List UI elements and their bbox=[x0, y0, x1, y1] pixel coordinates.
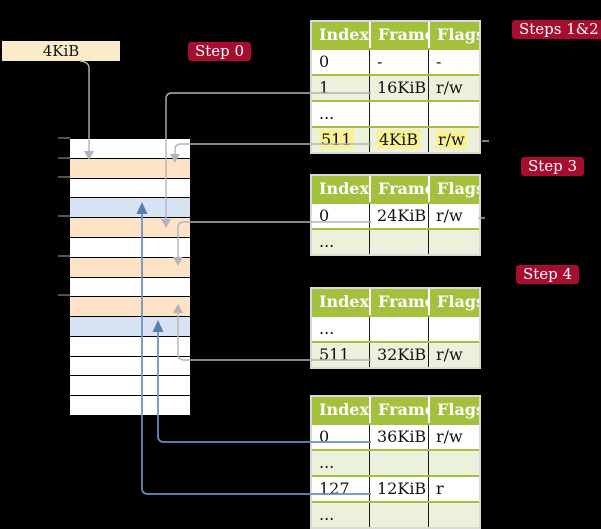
table-cell bbox=[369, 503, 428, 527]
table-header-row: IndexFrameFlags bbox=[312, 22, 479, 48]
table-cell: r/w bbox=[428, 76, 479, 100]
badge-steps1-2: Steps 1&2 bbox=[512, 20, 601, 39]
table-cell: 16KiB bbox=[369, 76, 428, 100]
header-cell-flags: Flags bbox=[428, 22, 479, 48]
address-tick-marks bbox=[58, 137, 70, 296]
memory-row-peach bbox=[70, 218, 190, 237]
table-cell bbox=[428, 451, 479, 475]
memory-row-blue bbox=[70, 317, 190, 336]
memory-row-white bbox=[70, 277, 190, 297]
memory-row-white bbox=[70, 178, 190, 198]
table-cell bbox=[369, 317, 428, 341]
table-cell: r/w bbox=[428, 343, 479, 367]
table-cell: 36KiB bbox=[369, 425, 428, 449]
memory-row-white bbox=[70, 356, 190, 376]
badge-step3: Step 3 bbox=[521, 157, 585, 176]
memory-column bbox=[70, 138, 190, 416]
table-header-row: IndexFrameFlags bbox=[312, 397, 479, 423]
table-cell bbox=[428, 503, 479, 527]
table-cell: ... bbox=[319, 505, 335, 524]
table-cell: ... bbox=[319, 104, 335, 123]
header-cell-index: Index bbox=[319, 292, 369, 311]
table-header-row: IndexFrameFlags bbox=[312, 176, 479, 202]
header-cell-frame: Frame bbox=[369, 397, 428, 423]
table-cell: 511 bbox=[319, 345, 350, 364]
memory-row-white bbox=[70, 396, 190, 415]
header-cell-index: Index bbox=[319, 179, 369, 198]
table-cell: r bbox=[428, 477, 479, 501]
table-cell: ... bbox=[319, 453, 335, 472]
header-cell-flags: Flags bbox=[428, 397, 479, 423]
table-row: ... bbox=[312, 501, 479, 527]
memory-row-white bbox=[70, 237, 190, 257]
table-row: 0 -- bbox=[312, 48, 479, 74]
table-cell bbox=[428, 230, 479, 254]
header-cell-index: Index bbox=[319, 400, 369, 419]
header-cell-flags: Flags bbox=[428, 176, 479, 202]
table-cell: - bbox=[428, 50, 479, 74]
table-cell: 127 bbox=[319, 479, 350, 498]
table-cell: r/w bbox=[428, 425, 479, 449]
badge-step4: Step 4 bbox=[516, 265, 580, 284]
free-frame-box: 4KiB bbox=[2, 41, 120, 61]
table-cell: ... bbox=[319, 232, 335, 251]
table-header-row: IndexFrameFlags bbox=[312, 289, 479, 315]
table-cell: 0 bbox=[319, 427, 330, 446]
table-cell: 0 bbox=[319, 52, 330, 71]
table-row: ... bbox=[312, 228, 479, 254]
memory-row-peach bbox=[70, 297, 190, 317]
table-cell: ... bbox=[319, 319, 335, 338]
table-cell: r/w bbox=[428, 128, 479, 152]
table-cell: - bbox=[369, 50, 428, 74]
header-cell-flags: Flags bbox=[428, 289, 479, 315]
table-cell: 511 bbox=[319, 130, 354, 149]
header-cell-frame: Frame bbox=[369, 22, 428, 48]
table-row: ... bbox=[312, 449, 479, 475]
memory-row-white bbox=[70, 376, 190, 396]
table-cell bbox=[369, 230, 428, 254]
memory-row-peach bbox=[70, 257, 190, 277]
table-cell: 24KiB bbox=[369, 204, 428, 228]
memory-row-blue bbox=[70, 198, 190, 218]
header-cell-frame: Frame bbox=[369, 289, 428, 315]
memory-row-white bbox=[70, 336, 190, 356]
badge-step0: Step 0 bbox=[188, 42, 252, 61]
page-table-step3: IndexFrameFlags 0 24KiBr/w... bbox=[310, 174, 481, 256]
table-cell: 12KiB bbox=[369, 477, 428, 501]
table-cell: 1 bbox=[319, 78, 330, 97]
table-row: ... bbox=[312, 315, 479, 341]
table-cell bbox=[428, 102, 479, 126]
table-cell: 32KiB bbox=[369, 343, 428, 367]
table-cell bbox=[428, 317, 479, 341]
table-cell bbox=[369, 451, 428, 475]
table-cell bbox=[369, 102, 428, 126]
table-cell: 0 bbox=[319, 206, 330, 225]
table-row: ... bbox=[312, 100, 479, 126]
table-cell: r/w bbox=[428, 204, 479, 228]
memory-row-peach bbox=[70, 158, 190, 178]
memory-row-white bbox=[70, 139, 190, 158]
header-cell-frame: Frame bbox=[369, 176, 428, 202]
header-cell-index: Index bbox=[319, 25, 369, 44]
table-cell: 4KiB bbox=[369, 128, 428, 152]
